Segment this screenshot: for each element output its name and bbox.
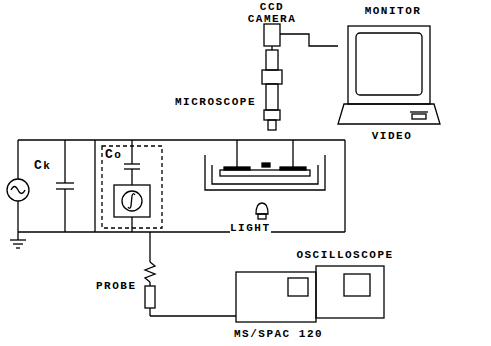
monitor-symbol — [338, 26, 440, 124]
monitor-label: MONITOR — [358, 5, 428, 17]
probe-resistor — [145, 232, 236, 316]
monitor-box: MONITORVIDEO — [338, 26, 440, 124]
oscilloscope-box: OSCILLOSCOPEMS/SPAC 120 — [236, 266, 384, 322]
video-label: VIDEO — [362, 130, 422, 142]
oscilloscope-label: OSCILLOSCOPE — [290, 249, 400, 261]
microscope-symbol — [262, 50, 282, 130]
capacitor-label: Ck — [34, 160, 51, 172]
model-label: MS/SPAC 120 — [234, 328, 344, 340]
probe-label: PROBE — [96, 280, 137, 292]
sample-cell — [205, 140, 325, 190]
capacitor-label: Co — [105, 149, 122, 161]
camera-label: CCD CAMERA — [242, 1, 302, 25]
microscope-box: MICROSCOPE — [262, 50, 282, 130]
camera-box: CCD CAMERA — [264, 24, 280, 46]
cable-line — [280, 34, 338, 46]
microscope-label: MICROSCOPE — [150, 96, 256, 108]
camera-body — [264, 24, 280, 46]
oscilloscope-symbol — [236, 266, 384, 322]
circuit-wire — [18, 140, 345, 232]
capacitor-symbol — [56, 140, 74, 232]
cable-line — [272, 46, 273, 50]
lamp-symbol — [256, 203, 268, 219]
light-label: LIGHT — [230, 222, 271, 234]
